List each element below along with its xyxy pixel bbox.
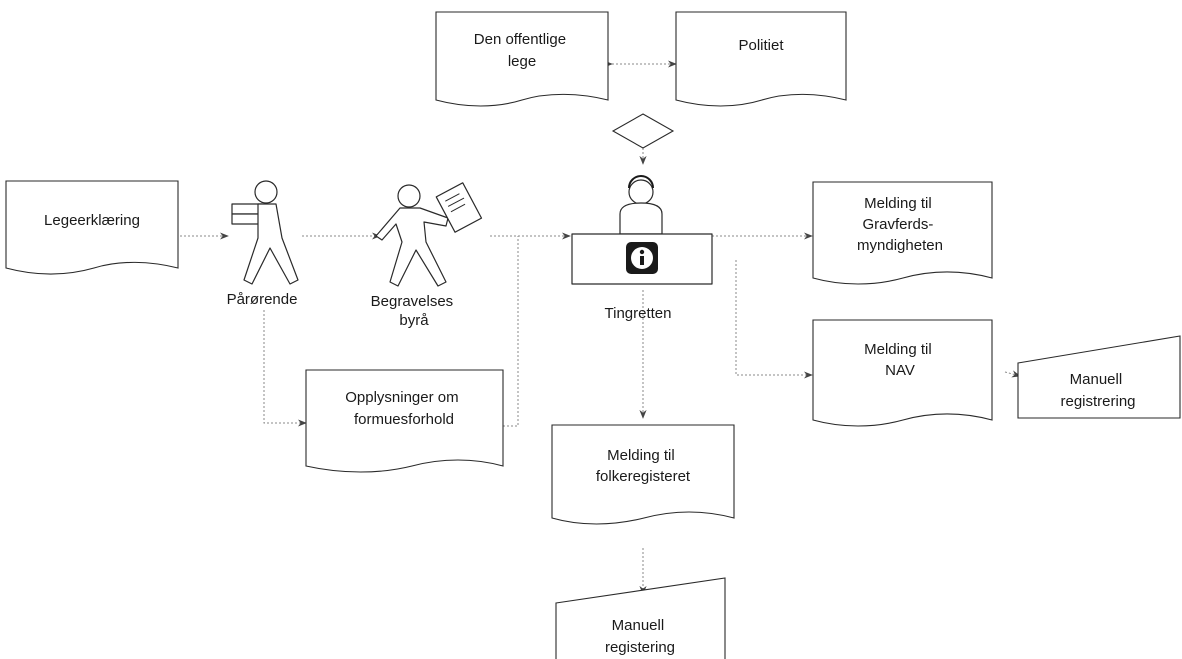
doc-melding-gravferd-line1: Melding til (864, 195, 932, 212)
svg-text:Begravelses byrå: Begravelses byrå (371, 293, 458, 329)
manual-input-manuell-registering-line1: Manuell (612, 617, 665, 634)
manual-input-manuell-registering-line2: registering (605, 639, 675, 656)
doc-melding-nav-line2: NAV (885, 362, 915, 379)
actor-begravelsesbyra-line2: byrå (399, 312, 429, 329)
receptionist-desk-icon (571, 175, 713, 285)
actor-parorende: Pårørende (227, 180, 299, 308)
person-carrying-letter-icon (375, 182, 483, 287)
doc-den-offentlige-lege-line1: Den offentlige (474, 31, 566, 48)
doc-opplysninger-line1: Opplysninger om (345, 389, 458, 406)
svg-text:Melding til folkeregiste: Melding til folkeregisteret (596, 447, 691, 485)
doc-politiet: Politiet (675, 11, 847, 107)
doc-melding-gravferd-line2: Gravferds- (862, 216, 933, 233)
doc-opplysninger-line2: formuesforhold (354, 411, 454, 428)
doc-politiet-line1: Politiet (738, 37, 784, 54)
svg-text:Pårørende: Pårørende (227, 291, 298, 308)
doc-melding-folkeregisteret-line2: folkeregisteret (596, 468, 691, 485)
manual-input-manuell-registrering-line2: registrering (1060, 393, 1135, 410)
arrow-tingretten-nav (735, 260, 813, 379)
svg-text:Manuell registering: Manuell registering (605, 617, 675, 656)
svg-text:Opplysninger om formuesf: Opplysninger om formuesforhold (345, 389, 463, 428)
svg-text:Legeerklæring: Legeerklæring (44, 212, 140, 229)
manual-input-manuell-registering: Manuell registering (555, 577, 726, 659)
doc-legeerklaering: Legeerklæring (5, 180, 179, 275)
svg-text:Manuell registrering: Manuell registrering (1060, 371, 1135, 410)
actor-tingretten-label: Tingretten (605, 305, 672, 322)
doc-melding-gravferd-line3: myndigheten (857, 237, 943, 254)
person-carrying-box-icon (231, 180, 299, 285)
connectors (180, 60, 1021, 595)
actor-begravelsesbyra-line1: Begravelses (371, 293, 454, 310)
manual-input-manuell-registrering: Manuell registrering (1017, 335, 1181, 419)
doc-melding-folkeregisteret-line1: Melding til (607, 447, 675, 464)
manual-input-manuell-registrering-line1: Manuell (1070, 371, 1123, 388)
svg-text:Politiet: Politiet (738, 37, 784, 54)
doc-legeerklaering-line1: Legeerklæring (44, 212, 140, 229)
svg-text:Tingretten: Tingretten (605, 305, 672, 322)
doc-den-offentlige-lege: Den offentlige lege (435, 11, 609, 107)
doc-melding-nav-line1: Melding til (864, 341, 932, 358)
decision-diamond-icon (611, 113, 675, 149)
actor-tingretten: Tingretten (571, 175, 713, 322)
doc-melding-folkeregisteret: Melding til folkeregisteret (551, 424, 735, 525)
svg-text:Den offentlige lege: Den offentlige lege (474, 31, 570, 70)
arrow-parorende-opplysninger (263, 310, 307, 427)
doc-melding-nav: Melding til NAV (812, 319, 993, 427)
arrow-opplysninger-tingretten (503, 236, 519, 427)
actor-begravelsesbyra: Begravelses byrå (371, 182, 483, 329)
actor-parorende-label: Pårørende (227, 291, 298, 308)
svg-text:Melding til Gravferds-: Melding til Gravferds- myndigheten (857, 195, 943, 254)
doc-den-offentlige-lege-line2: lege (508, 53, 536, 70)
svg-text:Melding til NAV: Melding til NAV (864, 341, 936, 379)
doc-melding-gravferd: Melding til Gravferds- myndigheten (812, 181, 993, 285)
doc-opplysninger: Opplysninger om formuesforhold (305, 369, 504, 473)
